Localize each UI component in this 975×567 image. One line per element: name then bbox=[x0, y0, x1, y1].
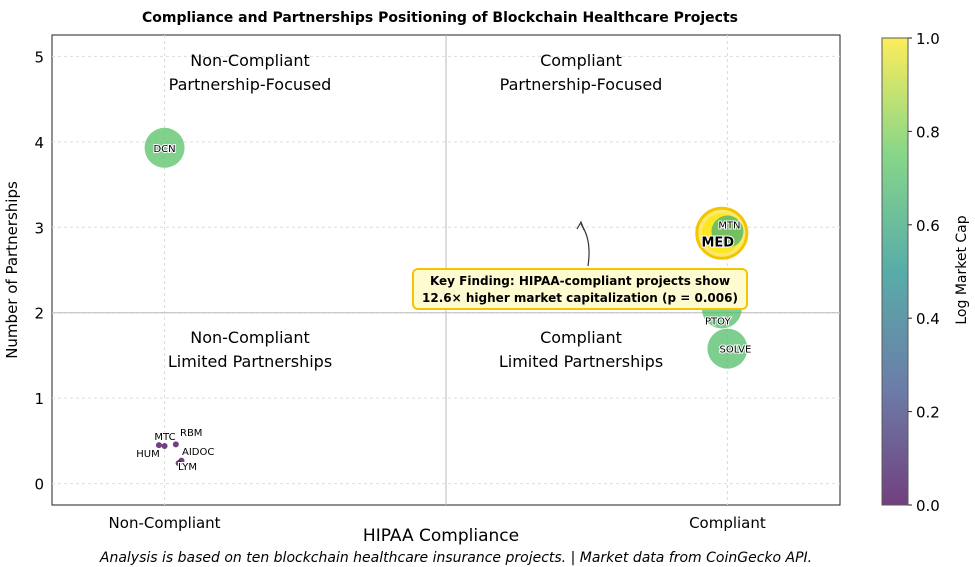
colorbar-label: Log Market Cap bbox=[954, 215, 970, 324]
data-label: HUM bbox=[136, 449, 159, 460]
data-label: DCN bbox=[153, 144, 175, 155]
data-label: MTC bbox=[154, 432, 175, 443]
x-axis-label: HIPAA Compliance bbox=[363, 526, 519, 546]
data-label: LYM bbox=[178, 462, 197, 473]
annotation-arrow bbox=[580, 223, 590, 267]
annotation-arrowhead bbox=[576, 220, 585, 231]
colorbar-tick-label: 0.0 bbox=[916, 497, 940, 515]
data-label: AIDOC bbox=[182, 447, 214, 458]
quadrant-label: Limited Partnerships bbox=[168, 352, 332, 371]
data-point-hum bbox=[155, 442, 162, 449]
colorbar-tick-label: 1.0 bbox=[916, 30, 940, 48]
quadrant-label: Compliant bbox=[540, 328, 622, 347]
chart-title: Compliance and Partnerships Positioning … bbox=[142, 10, 738, 26]
data-point-lym bbox=[175, 460, 182, 467]
data-point-mtn bbox=[711, 215, 744, 248]
quadrant-label: Compliant bbox=[540, 51, 622, 70]
quadrant-label: Non-Compliant bbox=[190, 51, 309, 70]
data-label: MTN bbox=[718, 221, 740, 232]
colorbar-tick-label: 0.2 bbox=[916, 404, 940, 422]
colorbar-tick-label: 0.6 bbox=[916, 217, 940, 235]
data-point-rbm bbox=[172, 441, 179, 448]
footnote: Analysis is based on ten blockchain heal… bbox=[99, 550, 812, 566]
annotation-box bbox=[412, 268, 748, 310]
y-tick-label: 1 bbox=[34, 390, 44, 408]
data-point-solve bbox=[707, 328, 748, 369]
y-tick-label: 2 bbox=[34, 305, 44, 323]
data-label: MED bbox=[701, 235, 734, 250]
colorbar bbox=[881, 37, 909, 506]
colorbar-tick-label: 0.4 bbox=[916, 310, 940, 328]
y-axis-label: Number of Partnerships bbox=[3, 181, 21, 359]
colorbar-tick-label: 0.8 bbox=[916, 123, 940, 141]
data-point-dcn bbox=[144, 127, 185, 168]
data-label: RBM bbox=[180, 428, 202, 439]
data-label: PTOY bbox=[705, 316, 731, 327]
quadrant-label: Non-Compliant bbox=[190, 328, 309, 347]
x-tick-label: Non-Compliant bbox=[109, 514, 221, 532]
annotation-text: Key Finding: HIPAA-compliant projects sh… bbox=[430, 274, 730, 288]
data-label: SOLVE bbox=[719, 345, 751, 356]
quadrant-label: Partnership-Focused bbox=[500, 75, 663, 94]
data-point-mtc bbox=[161, 443, 168, 450]
y-tick-label: 5 bbox=[34, 48, 44, 66]
x-tick-label: Compliant bbox=[689, 514, 766, 532]
annotation-text: 12.6× higher market capitalization (p = … bbox=[422, 291, 738, 305]
y-tick-label: 4 bbox=[34, 134, 44, 152]
quadrant-label: Partnership-Focused bbox=[169, 75, 332, 94]
y-tick-label: 3 bbox=[34, 219, 44, 237]
y-tick-label: 0 bbox=[34, 476, 44, 494]
quadrant-label: Limited Partnerships bbox=[499, 352, 663, 371]
